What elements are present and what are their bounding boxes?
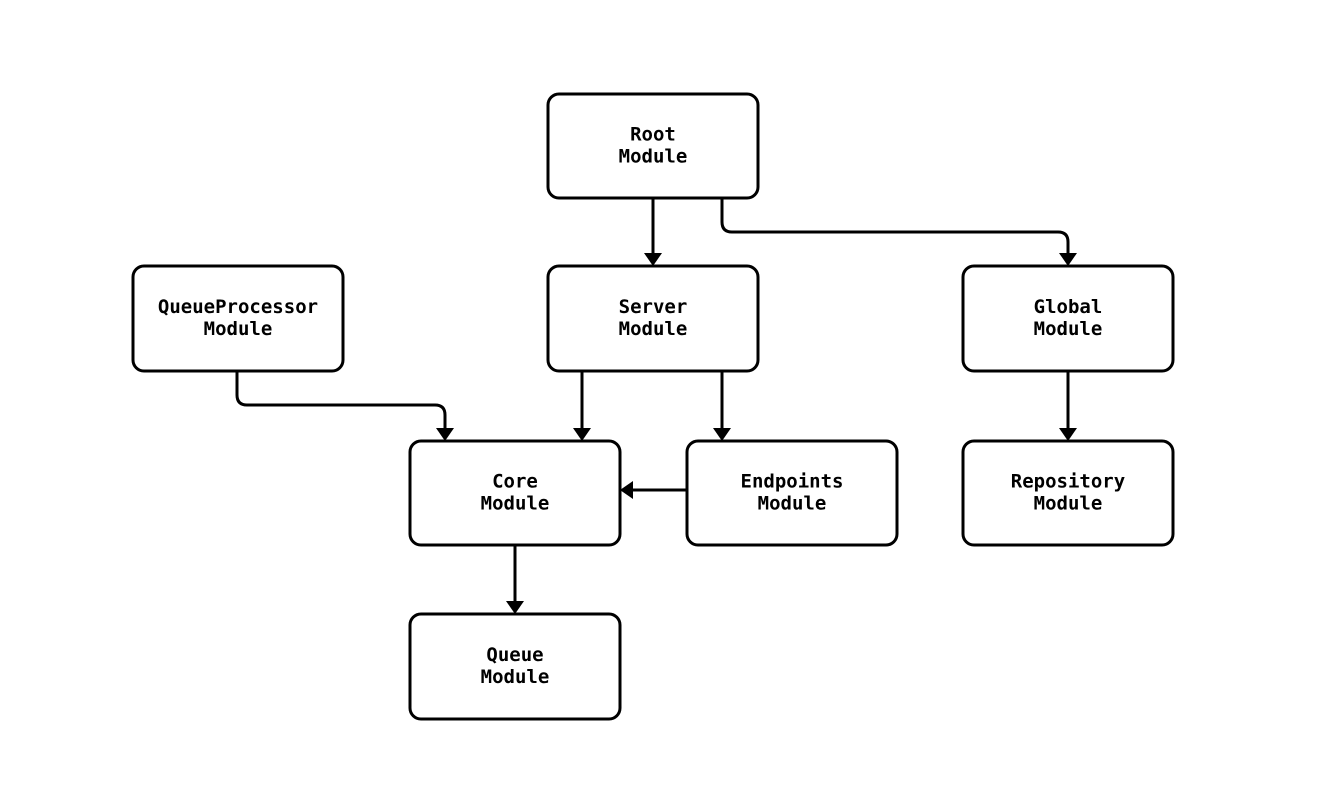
server-module-node-label-line1: Server	[619, 296, 688, 318]
edge-core-to-queue	[506, 545, 524, 614]
edge-endpoints-to-core	[620, 481, 687, 499]
edge-server-to-endpoints	[713, 371, 731, 441]
edge-global-to-repository-arrowhead	[1059, 428, 1077, 441]
edge-server-to-endpoints-arrowhead	[713, 428, 731, 441]
edge-core-to-queue-arrowhead	[506, 601, 524, 614]
queueprocessor-module-node-label-line2: Module	[204, 318, 273, 340]
endpoints-module-node-label-line2: Module	[758, 493, 827, 515]
edge-root-to-server-arrowhead	[644, 253, 662, 266]
edge-queueprocessor-to-core-line	[235, 371, 447, 429]
core-module-node-label-line1: Core	[492, 471, 538, 493]
repository-module-node-box[interactable]	[961, 439, 1175, 547]
edge-endpoints-to-core-arrowhead	[620, 481, 633, 499]
global-module-node-label-line2: Module	[1034, 318, 1103, 340]
queue-module-node-label-line2: Module	[481, 666, 550, 688]
global-module-node-label-line1: Global	[1034, 296, 1103, 318]
edge-queueprocessor-to-core-arrowhead	[436, 428, 454, 441]
global-module-node-box[interactable]	[961, 264, 1175, 373]
queue-module-node-box[interactable]	[408, 612, 622, 721]
endpoints-module-node-box[interactable]	[685, 439, 899, 547]
edge-server-to-core-arrowhead	[573, 428, 591, 441]
core-module-node-box[interactable]	[408, 439, 622, 547]
edge-root-to-global-line	[720, 198, 1070, 254]
server-module-node-box[interactable]	[546, 264, 760, 373]
endpoints-module-node-label-line1: Endpoints	[741, 471, 844, 493]
edge-root-to-global	[720, 198, 1077, 266]
root-module-node-label-line1: Root	[630, 124, 676, 146]
queueprocessor-module-node-label-line1: QueueProcessor	[158, 296, 318, 318]
node-layer: RootModuleQueueProcessorModuleServerModu…	[131, 92, 1175, 721]
edge-server-to-core	[573, 371, 591, 441]
queue-module-node-label-line1: Queue	[486, 644, 543, 666]
queueprocessor-module-node-box[interactable]	[131, 264, 345, 373]
edge-root-to-server	[644, 198, 662, 266]
root-module-node-box[interactable]	[546, 92, 760, 200]
edge-global-to-repository	[1059, 371, 1077, 441]
edge-root-to-global-arrowhead	[1059, 253, 1077, 266]
core-module-node-label-line2: Module	[481, 493, 550, 515]
root-module-node-label-line2: Module	[619, 146, 688, 168]
server-module-node-label-line2: Module	[619, 318, 688, 340]
repository-module-node-label-line2: Module	[1034, 493, 1103, 515]
edge-queueprocessor-to-core	[235, 371, 454, 441]
edge-layer	[235, 198, 1077, 614]
repository-module-node-label-line1: Repository	[1011, 471, 1125, 493]
